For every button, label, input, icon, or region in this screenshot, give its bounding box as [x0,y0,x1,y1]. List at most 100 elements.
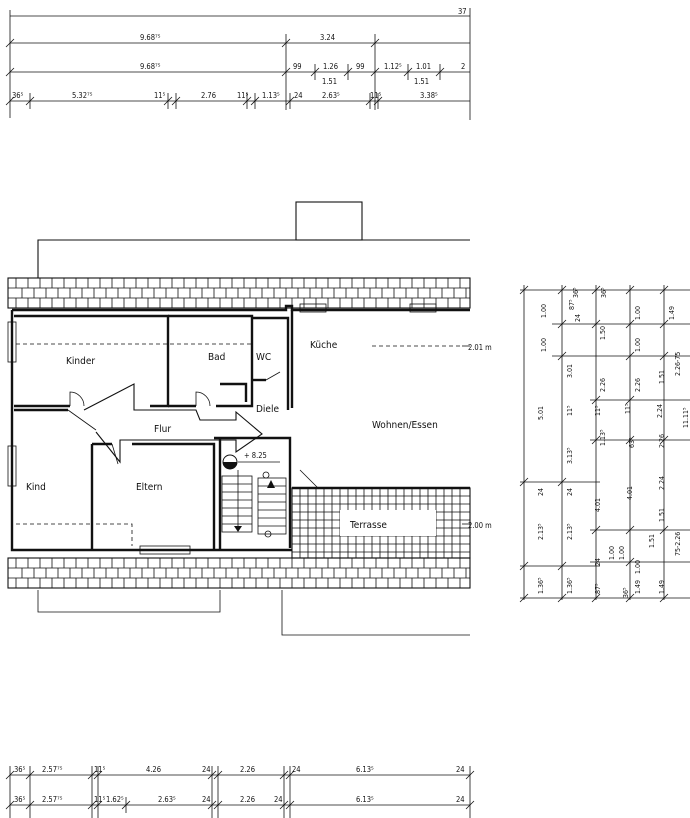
side-dim-c5-e: 2.26 [658,434,666,448]
room-label-bad: Bad [208,352,225,363]
room-labels: Kinder Bad WC Küche Flur Diele Wohnen/Es… [26,340,438,531]
top-dim-r3-c: 1.26 [323,62,338,71]
top-dim-r2-a: 9.68⁷⁵ [140,33,161,42]
side-dim-c5-i: 11.11⁵ [682,407,690,428]
side-dim-c4-h: 4.01 [626,486,634,500]
side-dim-c3-i: 24 [594,558,602,566]
side-dim-c2-a: 1.00 [540,304,548,318]
staircase [221,454,287,538]
side-dim-c1-c: 2.13⁵ [537,523,545,540]
bottom-dim-r2-c: 11⁵ [94,795,106,804]
top-dim-r3-b: 99 [293,62,302,71]
room-label-kueche: Küche [310,340,338,351]
bottom-dim-r2-i: 6.13⁵ [356,795,374,804]
side-dim-c4-g: 2.24 [656,404,664,418]
top-dimension-chains: 37 9.68⁷⁵ 3.24 9.68⁷⁵ 99 1.26 99 1.12⁵ 1… [5,7,471,120]
bottom-dim-r2-a: 36⁵ [14,795,26,804]
top-dim-r4-j: 3.38⁵ [420,91,438,100]
room-label-eltern: Eltern [136,482,162,493]
side-dim-c3-b: 24 [574,314,582,322]
side-dim-c5-a: 1.49 [668,306,676,320]
side-dim-c3-a: 36⁵ [572,287,580,298]
side-dim-c2-c: 3.01 [566,364,574,378]
top-dim-r2-b: 3.24 [320,33,335,42]
side-dim-c5-b: 1.51 [658,370,666,384]
top-dim-r3-f: 1.01 [416,62,431,71]
top-dim-r4-h: 2.63⁵ [322,91,340,100]
top-dim-r4-g: 24 [294,91,303,100]
top-dim-overall: 37 [458,7,467,16]
windows [7,303,437,555]
side-dim-c4-c: 1.00 [634,338,642,352]
side-dim-c4-d: 2.26 [634,378,642,392]
side-dim-c3-j: 1.00 [608,546,616,560]
side-dim-c4-j: 1.00 [634,560,642,574]
top-dim-r4-f: 1.13⁵ [262,91,280,100]
top-dim-r3-d: 99 [356,62,365,71]
top-dim-r3-sub-a: 1.51 [322,77,337,86]
side-dim-c2-e: 3.13⁵ [566,447,574,464]
side-dim-c5-f: 75-2.26 [674,532,682,556]
side-dim-c2-i: 87⁵ [594,583,602,594]
side-dim-c4-i: 1.51 [648,534,656,548]
side-dim-c2-d: 11⁵ [566,405,574,416]
side-dim-c4-b: 1.00 [634,306,642,320]
side-dim-c4-e: 11⁵ [624,403,632,414]
side-dim-c4-f: 63⁵ [628,437,636,448]
side-dim-c5-g: 1.51 [658,508,666,522]
room-label-wohnen-essen: Wohnen/Essen [372,420,438,431]
bottom-dim-r1-g: 24 [292,765,301,774]
bottom-dim-r1-d: 4.26 [146,765,161,774]
bottom-dim-r1-f: 2.26 [240,765,255,774]
top-dim-r4-i: 11⁵ [370,91,382,100]
top-dim-r4-d: 2.76 [201,91,216,100]
side-dim-c5-h: 1.49 [658,580,666,594]
top-dim-r3-a: 9.68⁷⁵ [140,62,161,71]
level-mark: + 8.25 [244,451,267,460]
lower-floor-outline [37,201,470,636]
bottom-dim-r1-b: 2.57⁷⁵ [42,765,63,774]
bottom-dim-r2-h: 24 [274,795,283,804]
room-label-terrasse: Terrasse [349,520,387,531]
headroom-lines [16,343,462,546]
bottom-dim-r1-i: 24 [456,765,465,774]
height-marks: 2.01 m 2.00 m [462,343,492,530]
side-dim-c2-h: 1.36⁵ [566,577,574,594]
side-dim-c1-b: 24 [537,488,545,496]
side-dim-c3-h: 4.01 [594,498,602,512]
side-dim-c3-k: 1.00 [618,546,626,560]
top-dim-r3-g: 2 [461,62,465,71]
top-dim-r4-b: 5.32⁷⁵ [72,91,93,100]
side-dim-c2-g: 2.13⁵ [566,523,574,540]
side-dim-c3-e: 2.26 [599,378,607,392]
side-dim-c5-c: 2.26-75 [674,352,682,376]
side-dim-c5-d: 2.24 [658,476,666,490]
top-dim-r4-e: 11⁵ [237,91,249,100]
bottom-dim-r1-e: 24 [202,765,211,774]
side-dim-c3-c: 87⁵ [568,299,576,310]
bottom-dim-r1-c: 11⁵ [94,765,106,774]
room-label-wc: WC [256,352,271,363]
roof-tiles-top [7,277,471,309]
top-dim-r4-a: 36⁵ [12,91,24,100]
room-label-kinder: Kinder [66,356,95,367]
room-label-kind: Kind [26,482,46,493]
side-dim-c4-a: 36⁵ [600,287,608,298]
bottom-dim-r2-e: 2.63⁵ [158,795,176,804]
height-mark-upper: 2.01 m [468,343,492,352]
bottom-dim-r1-a: 36⁵ [14,765,26,774]
terrace-paving [291,487,471,559]
side-dimension-chains: 5.01 24 2.13⁵ 1.36⁵ 1.00 1.00 3.01 11⁵ 3… [519,285,690,603]
side-dim-c3-g: 1.13⁵ [599,429,607,446]
bottom-dim-r1-h: 6.13⁵ [356,765,374,774]
room-label-diele: Diele [256,404,279,415]
bottom-dim-r2-b: 2.57⁷⁵ [42,795,63,804]
roof-tiles-bottom [7,557,471,589]
bottom-dimension-chains: 36⁵ 2.57⁷⁵ 11⁵ 4.26 24 2.26 24 6.13⁵ 24 … [5,765,475,818]
room-label-flur: Flur [154,424,171,435]
side-dim-c3-d: 1.50 [599,326,607,340]
bottom-dim-r2-f: 24 [202,795,211,804]
side-dim-c4-k: 1.49 [634,580,642,594]
walls [10,304,470,552]
